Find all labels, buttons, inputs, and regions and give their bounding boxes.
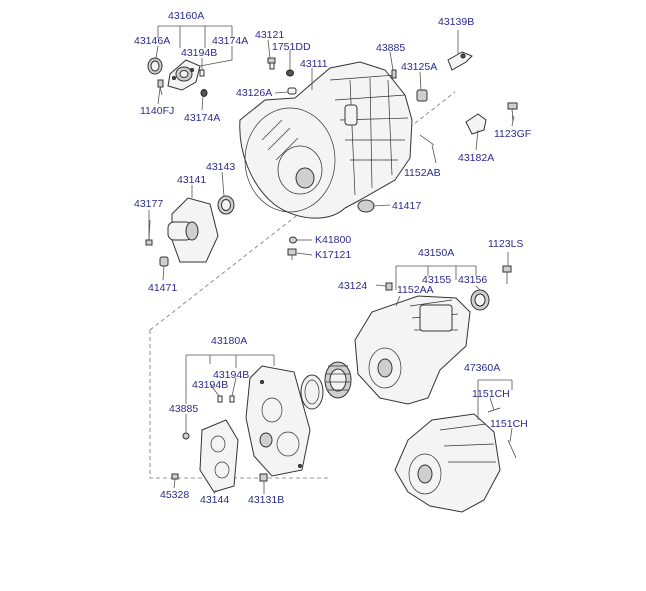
label-43885-bottom: 43885 bbox=[169, 403, 198, 415]
bolt-1123ls bbox=[502, 265, 512, 284]
label-43182a: 43182A bbox=[458, 152, 494, 164]
label-1151ch-b: 1151CH bbox=[490, 418, 528, 430]
label-43194b-b: 43194B bbox=[192, 379, 228, 391]
bolt-43131b bbox=[259, 473, 268, 482]
bolt-k17121 bbox=[287, 248, 297, 260]
speedometer-gear bbox=[324, 361, 352, 399]
label-k17121: K17121 bbox=[315, 249, 351, 261]
bolt-1140fj bbox=[157, 79, 164, 96]
label-1152ab: 1152AB bbox=[404, 167, 441, 179]
housing-43141 bbox=[167, 197, 219, 263]
label-1123gf: 1123GF bbox=[494, 128, 531, 140]
label-43131b: 43131B bbox=[248, 494, 284, 506]
label-43160a: 43160A bbox=[168, 10, 204, 22]
dowel-43126a bbox=[287, 87, 297, 95]
plug-1751dd bbox=[286, 69, 294, 77]
label-43125a: 43125A bbox=[401, 61, 437, 73]
label-43124: 43124 bbox=[338, 280, 367, 292]
ring-43174a bbox=[200, 89, 208, 97]
pin-1151ch-b bbox=[507, 439, 517, 459]
leader-lines bbox=[148, 25, 515, 495]
label-43146a: 43146A bbox=[134, 35, 170, 47]
washer-k41800 bbox=[289, 236, 297, 244]
bracket-43139b bbox=[447, 51, 473, 71]
seal-43156 bbox=[470, 289, 490, 311]
label-41417: 41417 bbox=[392, 200, 421, 212]
rear-cover-43180a bbox=[245, 365, 311, 477]
pin-1152ab bbox=[419, 134, 435, 146]
label-43121: 43121 bbox=[255, 29, 284, 41]
plug-41471 bbox=[159, 256, 169, 267]
label-47360a: 47360A bbox=[464, 362, 500, 374]
oil-seal-43146a bbox=[147, 57, 163, 75]
label-43194b-a: 43194B bbox=[213, 369, 249, 381]
label-43174a-top: 43174A bbox=[212, 35, 248, 47]
label-43194b-top: 43194B bbox=[181, 47, 217, 59]
label-1151ch-a: 1151CH bbox=[472, 388, 510, 400]
pin-43194b-top bbox=[199, 69, 205, 77]
bolt-43121 bbox=[267, 57, 276, 70]
label-43141: 43141 bbox=[177, 174, 206, 186]
bracket-43182a bbox=[465, 113, 487, 135]
bolt-43885-bottom bbox=[182, 432, 190, 440]
ring-washer bbox=[300, 374, 324, 410]
label-43180a: 43180A bbox=[211, 335, 247, 347]
label-43885-top: 43885 bbox=[376, 42, 405, 54]
label-k41800: K41800 bbox=[315, 234, 351, 246]
label-1751dd: 1751DD bbox=[272, 41, 311, 53]
label-43177: 43177 bbox=[134, 198, 163, 210]
label-43139b: 43139B bbox=[438, 16, 474, 28]
front-bearing-retainer-43160a bbox=[167, 59, 201, 91]
label-43144: 43144 bbox=[200, 494, 229, 506]
bolt-43885-top bbox=[391, 69, 397, 79]
transmission-case-43111 bbox=[239, 61, 413, 219]
label-43174a-bottom: 43174A bbox=[184, 112, 220, 124]
label-43150a: 43150A bbox=[418, 247, 454, 259]
label-1140fj: 1140FJ bbox=[140, 105, 174, 117]
gasket-43144 bbox=[199, 419, 239, 493]
label-43111: 43111 bbox=[300, 58, 328, 70]
label-43143: 43143 bbox=[206, 161, 235, 173]
label-45328: 45328 bbox=[160, 489, 189, 501]
label-1152aa: 1152AA bbox=[397, 284, 434, 296]
label-43156: 43156 bbox=[458, 274, 487, 286]
pin-43194b-b bbox=[229, 395, 235, 403]
bushing-43125a bbox=[416, 89, 428, 102]
label-43155: 43155 bbox=[422, 274, 451, 286]
label-1123ls: 1123LS bbox=[488, 238, 523, 250]
extension-housing-43150a bbox=[354, 295, 471, 405]
part-number-labels: 43160A 43146A 43194B 43174A 1140FJ 43174… bbox=[134, 10, 531, 506]
bolt-1123gf bbox=[507, 102, 518, 123]
pin-43194b-a bbox=[217, 395, 223, 403]
bolt-45328 bbox=[171, 473, 179, 480]
transfer-housing-47360a bbox=[394, 413, 501, 513]
plug-43124 bbox=[385, 282, 393, 291]
label-41471: 41471 bbox=[148, 282, 177, 294]
seal-43143 bbox=[217, 195, 235, 215]
oil-seal-41417 bbox=[357, 199, 375, 213]
label-43126a: 43126A bbox=[236, 87, 272, 99]
